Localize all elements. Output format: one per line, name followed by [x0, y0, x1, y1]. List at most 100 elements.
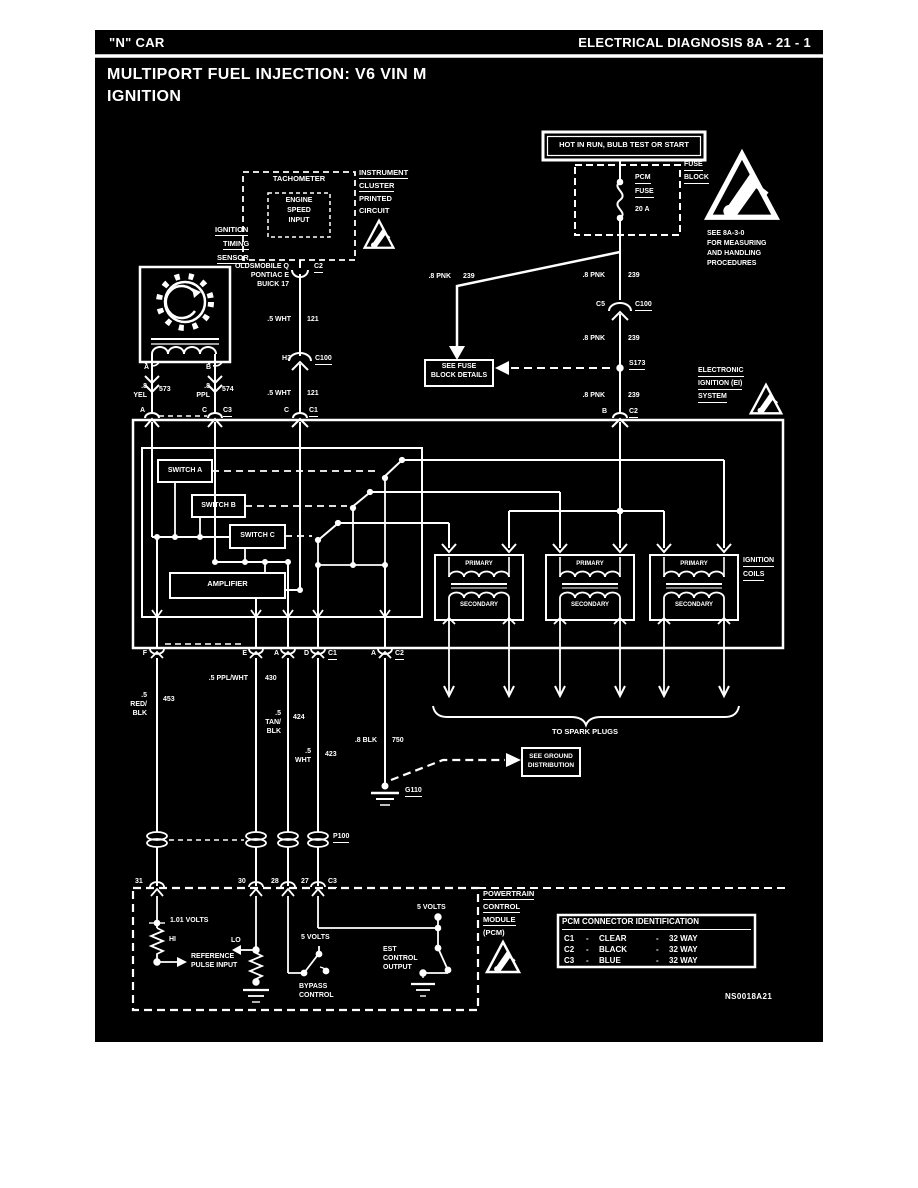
- coil1-primary: PRIMARY: [465, 561, 493, 567]
- ground-g110: G110: [405, 787, 422, 797]
- pcm-label-1: POWERTRAIN: [483, 889, 535, 901]
- wire-wht423-color: WHT: [295, 757, 311, 764]
- connector-p100: P100: [333, 833, 350, 843]
- terminal-f: F: [142, 650, 147, 657]
- row-c3-dash1: -: [586, 956, 589, 965]
- tachometer-label: TACHOMETER: [272, 174, 326, 183]
- ei-label-2: IGNITION (EI): [698, 380, 743, 390]
- header-left: "N" CAR: [109, 35, 165, 50]
- row-c2-color: BLACK: [599, 945, 627, 954]
- wire-yel-gauge: .8: [141, 383, 147, 390]
- fuse-rating: 20 A: [635, 206, 650, 213]
- terminal-d: D: [303, 650, 309, 657]
- terminal-a2: A: [370, 650, 376, 657]
- cluster-connector-c2: C2: [314, 263, 323, 273]
- fuse-block-label-1: FUSE: [684, 161, 703, 171]
- wire-pnk-2-num: 239: [628, 335, 640, 342]
- switch-b-label: SWITCH B: [201, 502, 236, 509]
- fuse-block-label-2: BLOCK: [684, 174, 709, 184]
- row-c1-way: 32 WAY: [669, 934, 698, 943]
- wire-redblk-c2: BLK: [132, 710, 147, 717]
- row-c2-dash2: -: [656, 945, 659, 954]
- sensor-label-3: SENSOR: [217, 253, 249, 265]
- row-c3-color: BLUE: [599, 956, 621, 965]
- terminal-a-top: A: [139, 407, 145, 414]
- wire-pplwht: .5 PPL/WHT: [208, 675, 248, 682]
- cluster-side-3: PRINTED: [359, 194, 392, 203]
- bypass-label-1: BYPASS: [299, 983, 328, 990]
- cluster-side-2: CLUSTER: [359, 181, 395, 193]
- ref-volts-label: 1.01 VOLTS: [170, 917, 209, 924]
- wire-redblk-gauge: .5: [141, 692, 147, 699]
- connector-c100: C100: [635, 301, 652, 311]
- connector-id-row-c2: C2-BLACK-32 WAY: [564, 945, 729, 954]
- terminal-a1: A: [273, 650, 279, 657]
- coil2-primary: PRIMARY: [576, 561, 604, 567]
- cluster-side-1: INSTRUMENT: [359, 168, 409, 180]
- splice-s173: S173: [629, 360, 646, 370]
- switch-c-label: SWITCH C: [240, 532, 275, 539]
- fuse-type: FUSE: [635, 188, 654, 198]
- hi-label: HI: [169, 936, 176, 943]
- esd-note-2: FOR MEASURING: [707, 240, 767, 247]
- cluster-side-4: CIRCUIT: [359, 206, 390, 215]
- connector-id-row-c1: C1-CLEAR-32 WAY: [564, 934, 729, 943]
- coil3-secondary: SECONDARY: [674, 602, 714, 608]
- wire-yel-num: 573: [159, 386, 171, 393]
- amplifier-label: AMPLIFIER: [207, 579, 248, 588]
- row-c2-id: C2: [564, 945, 575, 954]
- pcm-label-4: (PCM): [483, 928, 505, 937]
- pcm-terminal-31: 31: [135, 878, 143, 885]
- connector-c1-bottom: C1: [328, 650, 337, 660]
- terminal-b: B: [601, 408, 607, 415]
- row-c3-id: C3: [564, 956, 575, 965]
- to-spark-plugs-label: TO SPARK PLUGS: [552, 727, 618, 736]
- wire-wht423-num: 423: [325, 751, 337, 758]
- wire-blk750-num: 750: [392, 737, 404, 744]
- coil2-secondary: SECONDARY: [570, 602, 610, 608]
- ref-input-2: PULSE INPUT: [191, 962, 238, 969]
- ignition-coils-label-1: IGNITION: [743, 557, 775, 567]
- wire-pnk-2: .8 PNK: [582, 335, 605, 342]
- wire-wht121-a-num: 121: [307, 316, 319, 323]
- wire-blk750: .8 BLK: [354, 737, 377, 744]
- see-fuse-note-2: BLOCK DETAILS: [430, 372, 488, 379]
- engine-speed-3: INPUT: [288, 217, 310, 224]
- ei-label-3: SYSTEM: [698, 393, 727, 403]
- est-label-3: OUTPUT: [383, 964, 412, 971]
- wire-ppl-num: 574: [222, 386, 234, 393]
- sensor-terminal-a: A: [142, 364, 152, 372]
- lo-label: LO: [231, 937, 241, 944]
- cavity-h3: H3: [282, 355, 291, 362]
- row-c1-color: CLEAR: [599, 934, 627, 943]
- pcm-terminal-28: 28: [271, 878, 279, 885]
- row-c2-way: 32 WAY: [669, 945, 698, 954]
- wire-pplwht-num: 430: [265, 675, 277, 682]
- pcm-label-2: CONTROL: [483, 902, 521, 914]
- wire-wht423-gauge: .5: [305, 748, 311, 755]
- coil3-primary: PRIMARY: [680, 561, 708, 567]
- fuse-name: PCM: [635, 174, 651, 184]
- make-buick: BUICK 17: [257, 281, 289, 288]
- pcm-terminal-30: 30: [238, 878, 246, 885]
- wire-pnk-3-num: 239: [628, 392, 640, 399]
- est-label-1: EST: [383, 946, 397, 953]
- see-ground-note-2: DISTRIBUTION: [527, 762, 575, 769]
- esd-note-3: AND HANDLING: [707, 250, 762, 257]
- see-ground-note-1: SEE GROUND: [529, 753, 573, 760]
- wire-pnk-1: .8 PNK: [582, 272, 605, 279]
- sensor-label-2: TIMING: [223, 239, 250, 251]
- switch-a-label: SWITCH A: [167, 467, 203, 474]
- row-c1-dash1: -: [586, 934, 589, 943]
- ei-label-1: ELECTRONIC: [698, 367, 744, 377]
- est-5v-label: 5 VOLTS: [417, 904, 446, 911]
- wire-redblk-c1: RED/: [130, 701, 147, 708]
- connector-c1-top: C1: [309, 407, 318, 417]
- esd-note-1: SEE 8A-3-0: [707, 230, 745, 237]
- pcm-label-3: MODULE: [483, 915, 516, 927]
- connector-id-title: PCM CONNECTOR IDENTIFICATION: [562, 917, 751, 930]
- wire-tanblk-c1: TAN/: [265, 719, 281, 726]
- diagram-page: "N" CAR ELECTRICAL DIAGNOSIS 8A - 21 - 1…: [95, 30, 823, 1042]
- sensor-terminal-b: B: [204, 364, 214, 372]
- terminal-c-c3: C: [201, 407, 207, 414]
